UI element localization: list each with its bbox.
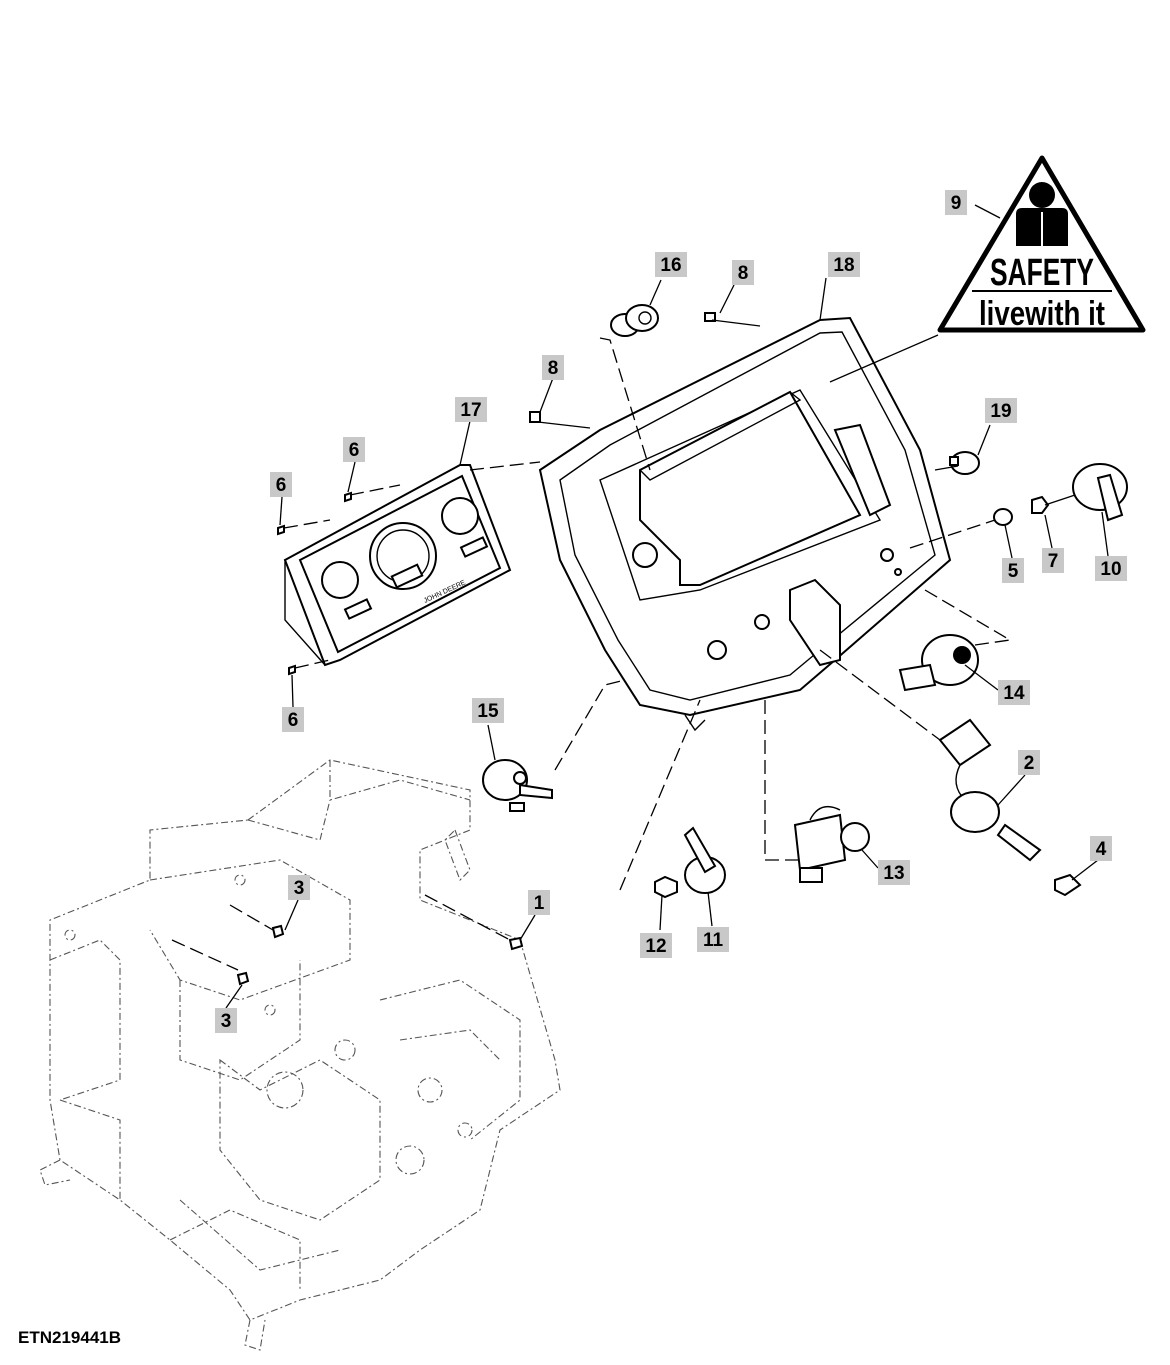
callout-14: 14 — [998, 680, 1030, 705]
callout-19: 19 — [985, 398, 1017, 423]
svg-text:6: 6 — [288, 710, 299, 731]
callout-3: 3 — [288, 875, 310, 900]
screw-6-parts — [277, 491, 352, 676]
callout-9: 9 — [945, 190, 967, 215]
callout-8: 8 — [732, 260, 754, 285]
switch-19-part — [949, 451, 980, 475]
buzzer-14-part — [898, 634, 979, 692]
callout-18: 18 — [828, 252, 860, 277]
callout-5: 5 — [1002, 558, 1024, 583]
callout-11: 11 — [697, 927, 729, 952]
svg-text:4: 4 — [1096, 839, 1107, 860]
callout-4: 4 — [1090, 836, 1112, 861]
callout-7: 7 — [1042, 548, 1064, 573]
svg-text:19: 19 — [990, 401, 1011, 422]
callout-13: 13 — [878, 860, 910, 885]
callout-16: 16 — [655, 252, 687, 277]
callout-6: 6 — [270, 472, 292, 497]
bolt-parts — [236, 924, 524, 986]
safety-decal-line1: SAFETY — [990, 252, 1094, 294]
callout-10: 10 — [1095, 556, 1127, 581]
svg-text:13: 13 — [883, 863, 904, 884]
svg-text:16: 16 — [660, 255, 681, 276]
connector-13-part — [793, 806, 870, 883]
svg-text:2: 2 — [1024, 753, 1035, 774]
figure-id-label: ETN219441B — [18, 1328, 122, 1347]
instrument-cluster: JOHN DEERE — [283, 464, 512, 667]
dash-panel-housing — [538, 316, 952, 732]
svg-text:6: 6 — [349, 440, 360, 461]
svg-text:8: 8 — [738, 263, 749, 284]
svg-text:1: 1 — [534, 893, 545, 914]
knob-11-nut-12-parts — [654, 826, 726, 899]
svg-text:15: 15 — [477, 701, 499, 722]
tractor-frame-phantom — [39, 759, 561, 1351]
callout-17: 17 — [455, 397, 487, 422]
svg-text:7: 7 — [1048, 551, 1059, 572]
leader-lines — [171, 204, 1109, 1009]
svg-text:3: 3 — [294, 878, 305, 899]
switch-15-part — [482, 759, 553, 812]
callout-6: 6 — [282, 707, 304, 732]
svg-text:8: 8 — [548, 358, 559, 379]
power-socket-part — [610, 304, 659, 337]
svg-text:10: 10 — [1100, 559, 1121, 580]
clip-8-parts — [529, 312, 716, 423]
safety-decal-line2: livewith it — [979, 295, 1105, 333]
svg-text:11: 11 — [703, 930, 724, 951]
callout-1: 1 — [528, 890, 550, 915]
svg-text:5: 5 — [1008, 561, 1019, 582]
callout-3: 3 — [215, 1008, 237, 1033]
svg-text:14: 14 — [1003, 683, 1025, 704]
callout-6: 6 — [343, 437, 365, 462]
callout-8: 8 — [542, 355, 564, 380]
washer-nut-knob-parts — [993, 463, 1128, 526]
callout-15: 15 — [472, 698, 504, 723]
svg-text:9: 9 — [951, 193, 962, 214]
callout-2: 2 — [1018, 750, 1040, 775]
svg-text:17: 17 — [460, 400, 481, 421]
svg-text:12: 12 — [645, 936, 666, 957]
svg-text:6: 6 — [276, 475, 287, 496]
svg-text:18: 18 — [833, 255, 854, 276]
callout-12: 12 — [640, 933, 672, 958]
svg-text:3: 3 — [221, 1011, 232, 1032]
ignition-switch-part — [938, 718, 1082, 897]
safety-decal: SAFETY livewith it — [937, 155, 1146, 333]
